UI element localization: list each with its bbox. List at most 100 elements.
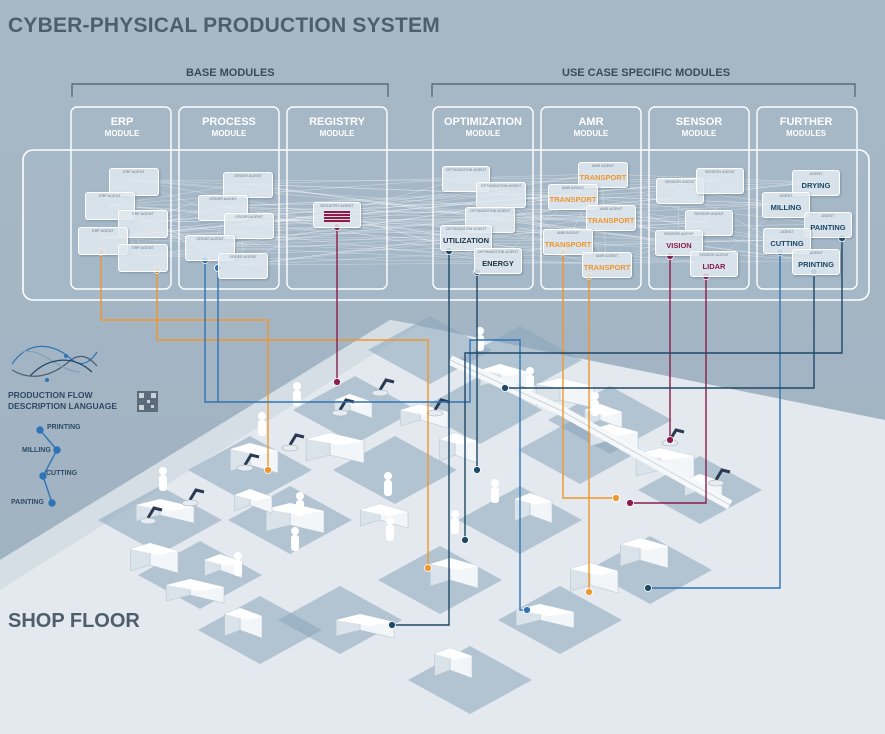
- mesh-link: [335, 213, 498, 261]
- worker-body: [476, 335, 484, 351]
- connection-endpoint: [501, 384, 509, 392]
- utilization-label: UTILIZATION: [442, 236, 490, 245]
- use-case-modules-label: USE CASE SPECIFIC MODULES: [562, 67, 731, 79]
- module-further-name: FURTHER: [779, 116, 833, 128]
- erp-agent-header: ERP AGENT: [132, 212, 154, 216]
- connection-wire: [100, 252, 269, 470]
- sensor-agent-card[interactable]: SENSOR AGENT: [696, 168, 744, 194]
- optimization-agent-card[interactable]: OPTIMIZATION AGENT: [476, 182, 526, 208]
- module-erp-kind: MODULE: [104, 129, 140, 138]
- painting-label: PAINTING: [810, 223, 846, 232]
- registry-agent-card[interactable]: REGISTRY AGENT: [313, 202, 361, 228]
- connection-endpoint: [264, 466, 272, 474]
- robot-base: [371, 389, 389, 397]
- milling-label: MILLING: [770, 203, 802, 212]
- base-modules-label: BASE MODULES: [186, 67, 275, 79]
- machine-top: [514, 493, 552, 505]
- worker-body: [258, 420, 266, 436]
- further-agent-header: AGENT: [780, 230, 794, 234]
- transport-label: TRANSPORT: [587, 216, 635, 225]
- worker-body: [591, 400, 599, 416]
- sensor-agent-header: SENSOR AGENT: [699, 253, 729, 257]
- sensor-agent-header: SENSOR AGENT: [705, 170, 735, 174]
- module-column-outline: [756, 106, 858, 290]
- order-agent-header: ORDER AGENT: [234, 174, 262, 178]
- use-case-modules-bracket: [431, 83, 856, 97]
- optimization-agent-header: OPTIMIZATION AGENT: [445, 168, 487, 172]
- optimization-agent-card[interactable]: OPTIMIZATION AGENT: [442, 166, 490, 192]
- agent-connections: [97, 223, 846, 629]
- order-agent-card[interactable]: ORDER AGENT: [224, 213, 274, 239]
- erp-agent-card[interactable]: ERP AGENT: [118, 210, 168, 238]
- worker-head: [293, 382, 301, 390]
- robot-arm: [288, 433, 305, 446]
- erp-agent-card[interactable]: ERP AGENT: [118, 244, 168, 272]
- connection-wire: [562, 252, 616, 499]
- erp-agent-header: ERP AGENT: [123, 170, 145, 174]
- worker-body: [491, 487, 499, 503]
- amr-agent-header: AMR AGENT: [595, 254, 619, 258]
- mesh-link: [241, 236, 466, 266]
- cutting-label: CUTTING: [770, 239, 804, 248]
- pfdl-title-line2: DESCRIPTION LANGUAGE: [8, 401, 118, 411]
- connection-endpoint: [626, 499, 634, 507]
- mesh-link: [499, 193, 787, 241]
- module-column-outline: [178, 106, 280, 290]
- registry-list-icon: [324, 211, 350, 223]
- sensor-agent-lidar[interactable]: SENSOR AGENT LIDAR: [690, 251, 738, 277]
- worker-head: [526, 367, 534, 375]
- mesh-link: [109, 177, 466, 206]
- mesh-link: [244, 183, 816, 262]
- machine-top: [130, 543, 178, 555]
- mesh-link: [335, 193, 501, 215]
- mesh-link: [247, 218, 491, 226]
- robot-arm: [378, 378, 395, 391]
- mesh-link: [221, 193, 501, 208]
- robot-base: [281, 444, 299, 452]
- worker-body: [234, 560, 242, 576]
- order-agent-card[interactable]: ORDER AGENT: [218, 253, 268, 279]
- lidar-label: LIDAR: [702, 262, 726, 271]
- sensor-agent-header: SENSOR AGENT: [665, 180, 695, 184]
- erp-agent-header: ERP AGENT: [99, 194, 121, 198]
- robot-base: [181, 499, 199, 507]
- transport-label: TRANSPORT: [549, 195, 597, 204]
- mesh-link: [221, 179, 720, 208]
- erp-agent-header: ERP AGENT: [132, 246, 154, 250]
- worker-head: [296, 492, 304, 500]
- mesh-link: [335, 213, 709, 223]
- robot-base: [331, 409, 349, 417]
- robot-base: [236, 464, 254, 472]
- worker-head: [384, 472, 392, 480]
- order-agent-card[interactable]: ORDER AGENT: [223, 172, 273, 198]
- machine-top: [306, 433, 364, 445]
- mesh-link: [99, 179, 720, 239]
- mesh-link: [109, 204, 466, 238]
- machine-top: [516, 604, 574, 616]
- erp-agent-card[interactable]: ERP AGENT: [109, 168, 159, 196]
- machine-top: [234, 489, 272, 501]
- mesh-link: [129, 179, 607, 265]
- order-agent-card[interactable]: ORDER AGENT: [185, 235, 235, 261]
- printing-label: PRINTING: [798, 260, 834, 269]
- energy-label: ENERGY: [482, 259, 514, 268]
- worker-head: [258, 412, 266, 420]
- connection-endpoint: [523, 606, 531, 614]
- machine-top: [620, 538, 668, 550]
- module-sensor-name: SENSOR: [675, 116, 723, 128]
- machine-top: [336, 614, 394, 626]
- erp-agent-header: ERP AGENT: [92, 229, 114, 233]
